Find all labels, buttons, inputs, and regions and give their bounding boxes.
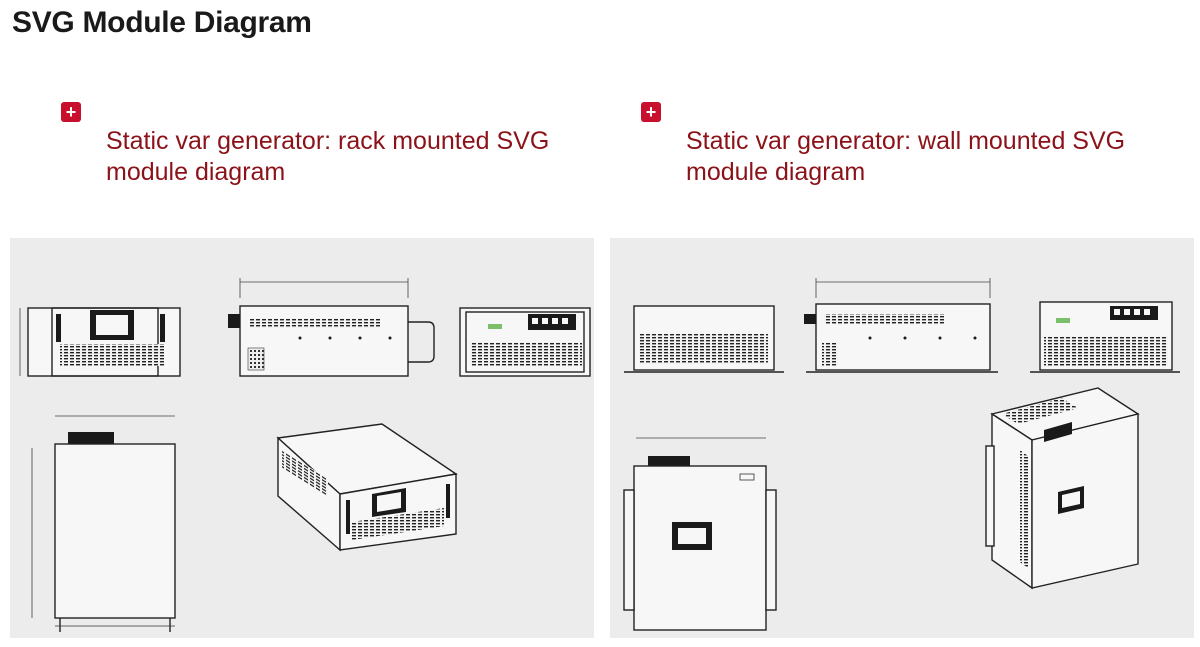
rack-isometric-view xyxy=(276,423,458,552)
wall-diagram-panel xyxy=(610,238,1194,638)
rack-rear-view xyxy=(459,307,591,377)
wall-rear-view xyxy=(1030,301,1180,373)
section-title-wall: Static var generator: wall mounted SVG m… xyxy=(686,127,1126,186)
wall-isometric-view xyxy=(985,387,1140,590)
wall-front-view xyxy=(623,437,777,631)
section-title-rack: Static var generator: rack mounted SVG m… xyxy=(106,127,550,186)
rack-tall-view xyxy=(31,415,176,632)
wall-side-view xyxy=(804,278,998,373)
plus-icon[interactable]: + xyxy=(641,102,661,122)
plus-icon[interactable]: + xyxy=(61,102,81,122)
rack-side-view xyxy=(228,278,435,377)
rack-front-view xyxy=(19,307,181,377)
wall-diagram-image xyxy=(623,278,1180,631)
page-title: SVG Module Diagram xyxy=(12,6,312,39)
wall-top-view xyxy=(624,305,784,373)
rack-diagram-panel xyxy=(10,238,594,638)
rack-diagram-image xyxy=(19,278,591,632)
